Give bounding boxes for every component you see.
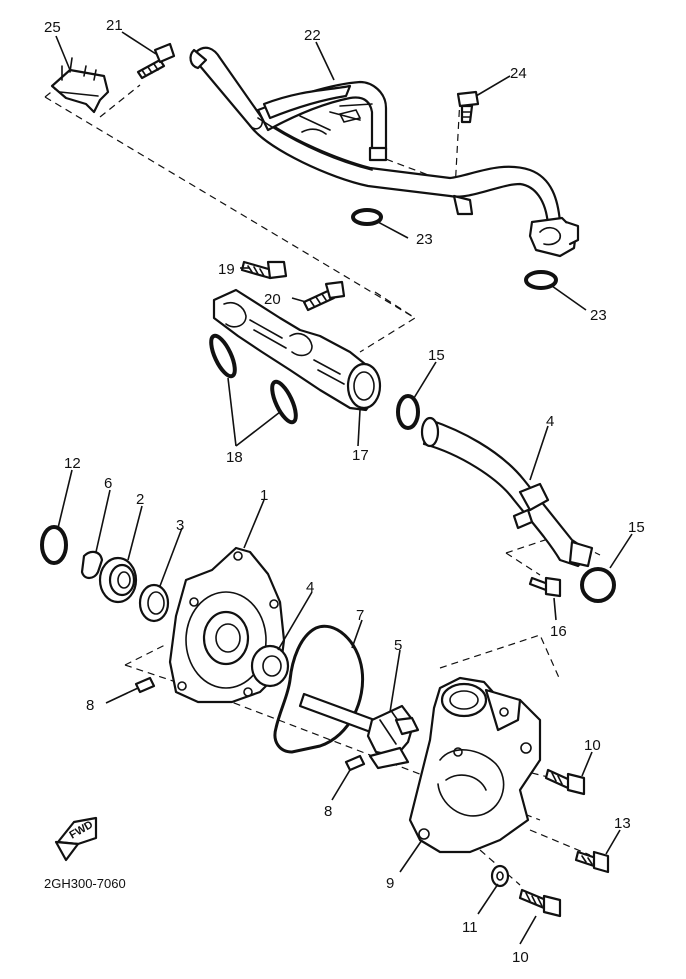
- part-10-bolt-lower: [518, 888, 562, 918]
- callout-labels: 25 21 22 24 23 23 19 20 15 4 18 17 12 6 …: [44, 17, 645, 966]
- callout-15-upper: 15: [428, 347, 445, 364]
- callout-17: 17: [352, 447, 369, 464]
- callout-5: 5: [394, 637, 402, 654]
- part-16-bolt: [528, 576, 562, 598]
- callout-2: 2: [136, 491, 144, 508]
- fwd-arrow-icon: FWD: [54, 816, 98, 862]
- part-6-circlip: [80, 550, 104, 580]
- callout-11: 11: [462, 919, 478, 936]
- callout-16: 16: [550, 623, 567, 640]
- callout-13: 13: [614, 815, 631, 832]
- callout-12: 12: [64, 455, 81, 472]
- part-11-washer: [490, 864, 510, 888]
- part-17-fitting: [212, 288, 382, 412]
- callout-1: 1: [260, 487, 268, 504]
- part-9-pump-housing: [408, 676, 542, 854]
- part-23-o-ring-lower: [524, 270, 558, 290]
- diagram-code: 2GH300-7060: [44, 876, 126, 891]
- callout-18: 18: [226, 449, 243, 466]
- part-13-bolt: [574, 850, 610, 874]
- callout-8-upper: 8: [86, 697, 94, 714]
- callout-4-lower: 4: [306, 579, 314, 596]
- part-5-shaft: [298, 692, 420, 770]
- part-12-o-ring: [40, 525, 68, 565]
- callout-15-lower: 15: [628, 519, 645, 536]
- callout-23-lower: 23: [590, 307, 607, 324]
- callout-9: 9: [386, 875, 394, 892]
- callout-10-upper: 10: [584, 737, 601, 754]
- callout-20: 20: [264, 291, 281, 308]
- part-2-bearing: [98, 556, 138, 604]
- callout-6: 6: [104, 475, 112, 492]
- part-8-dowel-lower: [344, 754, 366, 772]
- part-25-clip: [50, 57, 110, 114]
- callout-3: 3: [176, 517, 184, 534]
- part-8-dowel-upper: [134, 676, 156, 694]
- callout-22: 22: [304, 27, 321, 44]
- callout-19: 19: [218, 261, 235, 278]
- part-15-o-ring-upper: [396, 394, 420, 430]
- part-3-seal: [138, 583, 170, 623]
- part-15-o-ring-lower: [580, 567, 616, 603]
- part-4-impeller: [250, 644, 290, 688]
- callout-25: 25: [44, 19, 61, 36]
- callout-23-upper: 23: [416, 231, 433, 248]
- leader-lines: [55, 31, 633, 945]
- part-23-o-ring-upper: [351, 208, 383, 226]
- callout-24: 24: [510, 65, 527, 82]
- callout-8-lower: 8: [324, 803, 332, 820]
- callout-21: 21: [106, 17, 123, 34]
- part-7-gasket: [273, 624, 365, 754]
- callout-7: 7: [356, 607, 364, 624]
- part-4-pipe: [420, 416, 594, 568]
- part-24-bolt: [456, 90, 480, 124]
- part-10-bolt-upper: [544, 768, 586, 796]
- callout-10-lower: 10: [512, 949, 529, 966]
- part-20-bolt: [302, 280, 346, 312]
- part-19-bolt: [240, 260, 288, 280]
- part-18-o-ring-a: [209, 333, 237, 379]
- callout-4-upper: 4: [546, 413, 554, 430]
- part-21-bolt: [136, 42, 176, 80]
- part-18-o-ring-b: [270, 379, 298, 425]
- part-22-water-pipe: [189, 46, 580, 258]
